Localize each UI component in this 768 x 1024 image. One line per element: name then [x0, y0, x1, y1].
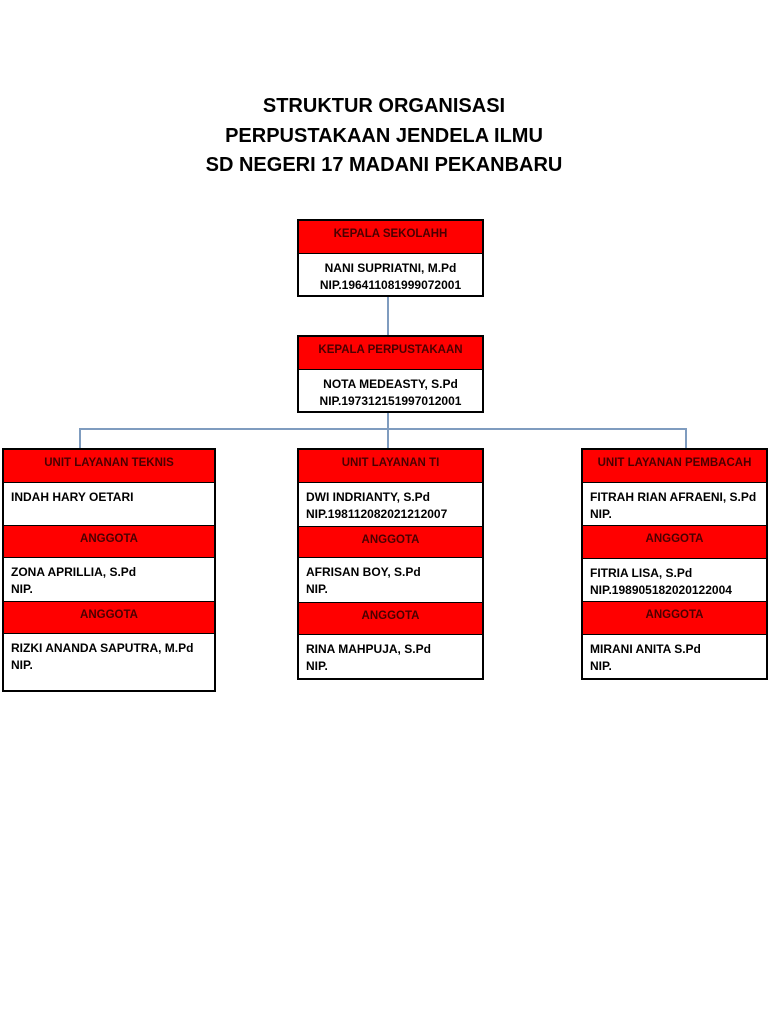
person-name: DWI INDRIANTY, S.Pd	[306, 490, 431, 504]
person-name: INDAH HARY OETARI	[11, 490, 134, 504]
connector-line	[387, 296, 389, 336]
anggota-header: ANGGOTA	[299, 527, 482, 558]
box-header: KEPALA SEKOLAHH	[299, 221, 482, 254]
person-nip: NIP.	[306, 582, 328, 596]
person-nip: NIP.196411081999072001	[319, 278, 462, 292]
box-header: KEPALA PERPUSTAKAAN	[299, 337, 482, 370]
person-name: AFRISAN BOY, S.Pd	[306, 565, 421, 579]
person-nip: NIP.197312151997012001	[319, 394, 462, 408]
title-line-2: PERPUSTAKAAN JENDELA ILMU	[225, 125, 543, 147]
person-name: FITRAH RIAN AFRAENI, S.Pd	[590, 490, 757, 504]
title-line-1: STRUKTUR ORGANISASI	[262, 95, 506, 117]
connector-line	[79, 428, 81, 449]
person-nip: NIP.198112082021212007	[306, 507, 448, 521]
person-name: MIRANI ANITA S.Pd	[590, 642, 701, 656]
anggota-header: ANGGOTA	[4, 602, 214, 634]
person-name: ZONA APRILLIA, S.Pd	[11, 565, 137, 579]
person-nip: NIP.	[11, 658, 33, 672]
unit-header: UNIT LAYANAN PEMBACAH	[583, 450, 766, 483]
anggota-header: ANGGOTA	[583, 526, 766, 559]
anggota-header: ANGGOTA	[299, 603, 482, 635]
anggota-header: ANGGOTA	[4, 526, 214, 558]
connector-line	[387, 412, 389, 448]
unit-layanan-teknis-box: UNIT LAYANAN TEKNIS INDAH HARY OETARI ANGG…	[2, 448, 216, 692]
kepala-sekolah-box: KEPALA SEKOLAHH NANI SUPRIATNI, M.Pd NIP…	[297, 219, 484, 297]
person-nip: NIP.	[306, 659, 328, 673]
person-name: FITRIA LISA, S.Pd	[590, 566, 693, 580]
person-nip: NIP.	[590, 507, 612, 521]
kepala-perpustakaan-box: KEPALA PERPUSTAKAAN NOTA MEDEASTY, S.Pd …	[297, 335, 484, 413]
unit-header: UNIT LAYANAN TI	[299, 450, 482, 483]
person-name: RINA MAHPUJA, S.Pd	[306, 642, 431, 656]
box-body: NANI SUPRIATNI, M.Pd NIP.196411081999072…	[299, 254, 482, 297]
person-name: NANI SUPRIATNI, M.Pd	[324, 261, 457, 275]
title-line-3: SD NEGERI 17 MADANI PEKANBARU	[205, 154, 563, 176]
connector-line	[685, 428, 687, 449]
person-nip: NIP.198905182020122004	[590, 583, 732, 597]
person-nip: NIP.	[11, 582, 33, 596]
box-body: INDAH HARY OETARI	[4, 483, 214, 526]
unit-header: UNIT LAYANAN TEKNIS	[4, 450, 214, 483]
box-body: NOTA MEDEASTY, S.Pd NIP.1973121519970120…	[299, 370, 482, 413]
anggota-header: ANGGOTA	[583, 602, 766, 635]
person-name: RIZKI ANANDA SAPUTRA, M.Pd	[11, 641, 194, 655]
person-nip: NIP.	[590, 659, 612, 673]
person-name: NOTA MEDEASTY, S.Pd	[323, 377, 458, 391]
connector-line	[79, 428, 686, 430]
